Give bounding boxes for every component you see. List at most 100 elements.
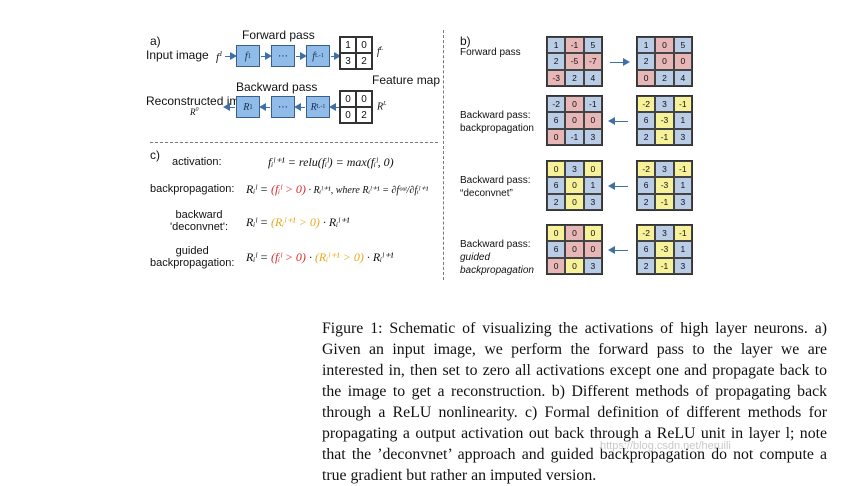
grid-cell: 1	[673, 177, 692, 194]
fm-cell: 0	[340, 91, 356, 107]
grid-cell: -3	[547, 69, 566, 86]
rl-label: RL	[377, 101, 387, 113]
grid-cell: 3	[673, 257, 692, 274]
guided-equation: Rᵢˡ = (fᵢˡ > 0) · (Rᵢˡ⁺¹ > 0) · Rᵢˡ⁺¹	[246, 250, 394, 264]
arrow-b1	[259, 103, 270, 111]
fm-cell: 2	[356, 107, 372, 123]
grid-cell: 2	[637, 257, 656, 274]
row-title-line: Forward pass	[460, 47, 521, 58]
panel-a-label: a)	[150, 34, 161, 48]
row-arrow	[610, 58, 630, 66]
grid-cell: -3	[655, 112, 674, 129]
grid-cell: 1	[637, 37, 656, 54]
grid-cell: 2	[637, 193, 656, 210]
grid-cell: -2	[637, 161, 656, 178]
row-title: Forward pass	[460, 46, 542, 59]
fm-cell: 1	[340, 37, 356, 53]
arrow-in	[225, 52, 237, 60]
grid-cell: 3	[655, 96, 674, 113]
grid-cell: 0	[565, 193, 584, 210]
grid-cell: -3	[655, 177, 674, 194]
forward-feature-map: 1 0 3 2	[339, 36, 373, 70]
grid-cell: 2	[637, 53, 656, 70]
grid-cell: 2	[637, 128, 656, 145]
grid-cell: 0	[583, 112, 602, 129]
backward-layer-box-dots: ⋯	[271, 96, 295, 118]
row-arrow	[608, 182, 628, 190]
grid-cell: 3	[655, 225, 674, 242]
grid-cell: 1	[673, 112, 692, 129]
fm-cell: 0	[356, 37, 372, 53]
grid-cell: 2	[547, 53, 566, 70]
grid-cell: -3	[655, 241, 674, 258]
grid-cell: -1	[583, 96, 602, 113]
grid-cell: 5	[583, 37, 602, 54]
row-title-line: guided backpropagation	[460, 252, 534, 276]
grid-cell: 0	[583, 161, 602, 178]
grid-cell: -5	[565, 53, 584, 70]
input-f-label: f1	[216, 50, 223, 64]
grid-cell: 0	[565, 96, 584, 113]
grid-cell: 6	[637, 112, 656, 129]
grid-cell: -1	[673, 225, 692, 242]
row-title: Backward pass: guided backpropagation	[460, 238, 542, 277]
watermark: https://blog.csdn.net/heruili	[600, 440, 731, 452]
grid-cell: -1	[565, 37, 584, 54]
deconv-equation: Rᵢˡ = (Rᵢˡ⁺¹ > 0) · Rᵢˡ⁺¹	[246, 215, 350, 229]
grid-cell: -1	[673, 161, 692, 178]
grid-cell: -2	[547, 96, 566, 113]
row-title: Backward pass: backpropagation	[460, 109, 542, 135]
divider-horizontal	[150, 142, 438, 143]
grid-cell: 6	[547, 177, 566, 194]
grid-cell: -2	[637, 96, 656, 113]
backward-pass-title: Backward pass	[236, 80, 318, 94]
input-image-label: Input image	[146, 48, 209, 62]
backward-feature-map: 0 0 0 2	[339, 90, 373, 124]
row-title: Backward pass: “deconvnet”	[460, 174, 542, 200]
grid-cell: -1	[655, 128, 674, 145]
grid-cell: 0	[565, 225, 584, 242]
grid-cell: 2	[547, 193, 566, 210]
fm-cell: 0	[340, 107, 356, 123]
grid-cell: 0	[547, 128, 566, 145]
grid-cell: -1	[565, 128, 584, 145]
grid-cell: 2	[655, 69, 674, 86]
backprop-equation: Rᵢˡ = (fᵢˡ > 0) · Rᵢˡ⁺¹, where Rᵢˡ⁺¹ = ∂…	[246, 182, 429, 196]
arrow-out	[223, 103, 235, 111]
grid-cell: 1	[583, 177, 602, 194]
grid-cell: -2	[637, 225, 656, 242]
grid-cell: 0	[673, 53, 692, 70]
grid-cell: -7	[583, 53, 602, 70]
arrow-b2	[294, 103, 305, 111]
divider-vertical	[443, 30, 444, 280]
grid-cell: 0	[547, 257, 566, 274]
arrow-f1	[261, 52, 272, 60]
feature-map-label: Feature map	[372, 73, 441, 87]
grid-cell: 3	[583, 193, 602, 210]
grid-cell: 0	[547, 225, 566, 242]
arrow-b3	[329, 103, 339, 111]
grid-cell: -1	[655, 257, 674, 274]
grid-cell: 4	[673, 69, 692, 86]
grid-cell: 6	[547, 112, 566, 129]
grid-cell: 3	[655, 161, 674, 178]
grid-cell: 2	[565, 69, 584, 86]
grid-cell: 3	[673, 128, 692, 145]
fm-cell: 0	[356, 91, 372, 107]
row-title-line: Backward pass:	[460, 239, 531, 250]
grid-cell: 1	[673, 241, 692, 258]
grid-cell: 0	[655, 53, 674, 70]
grid-cell: 0	[655, 37, 674, 54]
figure-caption: Figure 1: Schematic of visualizing the a…	[322, 320, 827, 484]
activation-label: activation:	[172, 156, 222, 168]
